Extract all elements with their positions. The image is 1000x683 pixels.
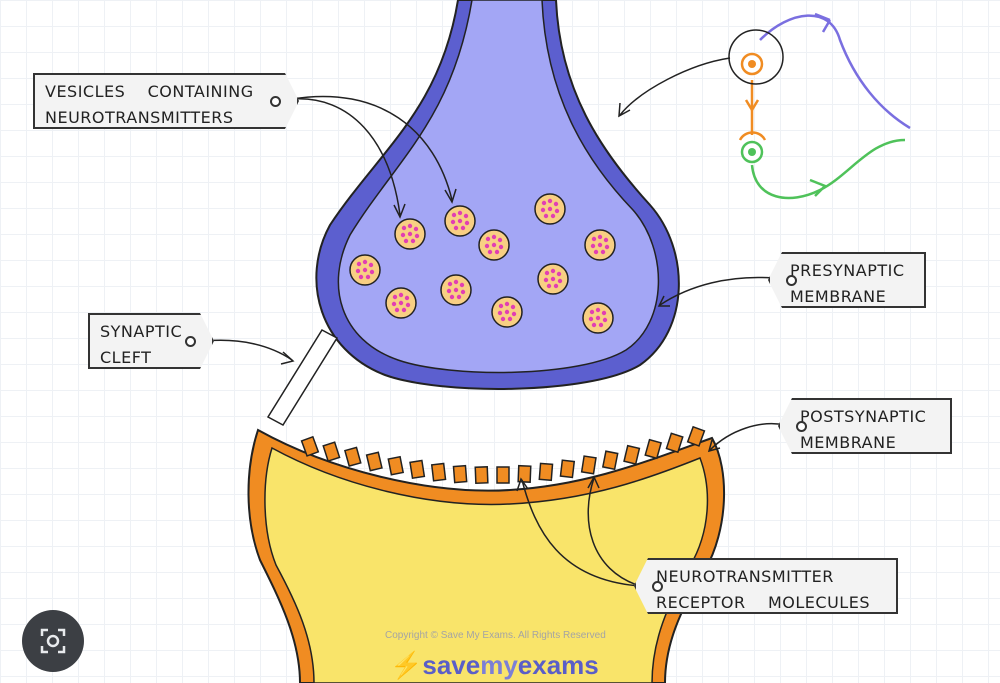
- receptor-tooth: [452, 464, 468, 484]
- image-search-icon: [40, 628, 66, 654]
- label-anchor-icon: [185, 336, 196, 347]
- vesicle: [440, 274, 472, 306]
- label-anchor-icon: [652, 580, 663, 592]
- label-receptor-molecules: NEUROTRANSMITTER RECEPTOR MOLECULES: [634, 558, 898, 614]
- leader-arrows: [204, 57, 786, 587]
- label-anchor-icon: [786, 274, 797, 286]
- synaptic-cleft-bracket: [266, 329, 339, 426]
- receptor-tooth: [387, 455, 405, 476]
- receptor-tooth: [300, 435, 320, 457]
- label-presynaptic-membrane: PRESYNAPTIC MEMBRANE: [768, 252, 926, 308]
- lightning-icon: ⚡: [390, 650, 423, 680]
- receptor-tooth: [474, 466, 489, 485]
- vesicle: [537, 263, 569, 295]
- vesicle: [491, 296, 523, 328]
- receptor-tooth: [517, 464, 532, 483]
- vesicle: [385, 287, 417, 319]
- receptor-tooth: [343, 446, 362, 467]
- label-postsynaptic-membrane: POSTSYNAPTIC MEMBRANE: [778, 398, 952, 454]
- receptor-tooth: [665, 432, 684, 454]
- presynaptic-inner: [337, 0, 660, 374]
- receptor-tooth: [644, 438, 663, 460]
- label-synaptic-cleft: SYNAPTIC CLEFT: [88, 313, 214, 369]
- receptor-tooth: [559, 459, 576, 479]
- label-vesicles: VESICLES CONTAINING NEUROTRANSMITTERS: [33, 73, 299, 129]
- receptor-tooth: [580, 455, 597, 475]
- postsynaptic-inner: [264, 446, 709, 683]
- vesicle-group: [349, 193, 616, 334]
- receptor-tooth: [322, 441, 341, 463]
- brand-logo: ⚡savemyexams: [390, 650, 599, 680]
- vesicle: [582, 302, 614, 334]
- receptor-tooth: [686, 425, 706, 447]
- receptor-tooth: [430, 462, 447, 482]
- label-anchor-icon: [796, 420, 807, 432]
- receptor-tooth: [409, 459, 426, 480]
- vesicle: [534, 193, 566, 225]
- receptor-tooth: [496, 466, 510, 484]
- vesicle: [349, 254, 381, 286]
- vesicle: [394, 218, 426, 250]
- receptor-tooth: [365, 451, 383, 472]
- copyright-text: Copyright © Save My Exams. All Rights Re…: [385, 630, 606, 641]
- receptor-tooth: [623, 444, 641, 465]
- receptor-tooth: [601, 450, 619, 471]
- image-search-button[interactable]: [22, 610, 84, 672]
- vesicle: [478, 229, 510, 261]
- label-anchor-icon: [270, 96, 281, 107]
- receptor-tooth: [538, 462, 554, 482]
- vesicle: [444, 205, 476, 237]
- vesicle: [584, 229, 616, 261]
- neuron-icon: [728, 12, 911, 200]
- receptor-molecules: [300, 425, 706, 485]
